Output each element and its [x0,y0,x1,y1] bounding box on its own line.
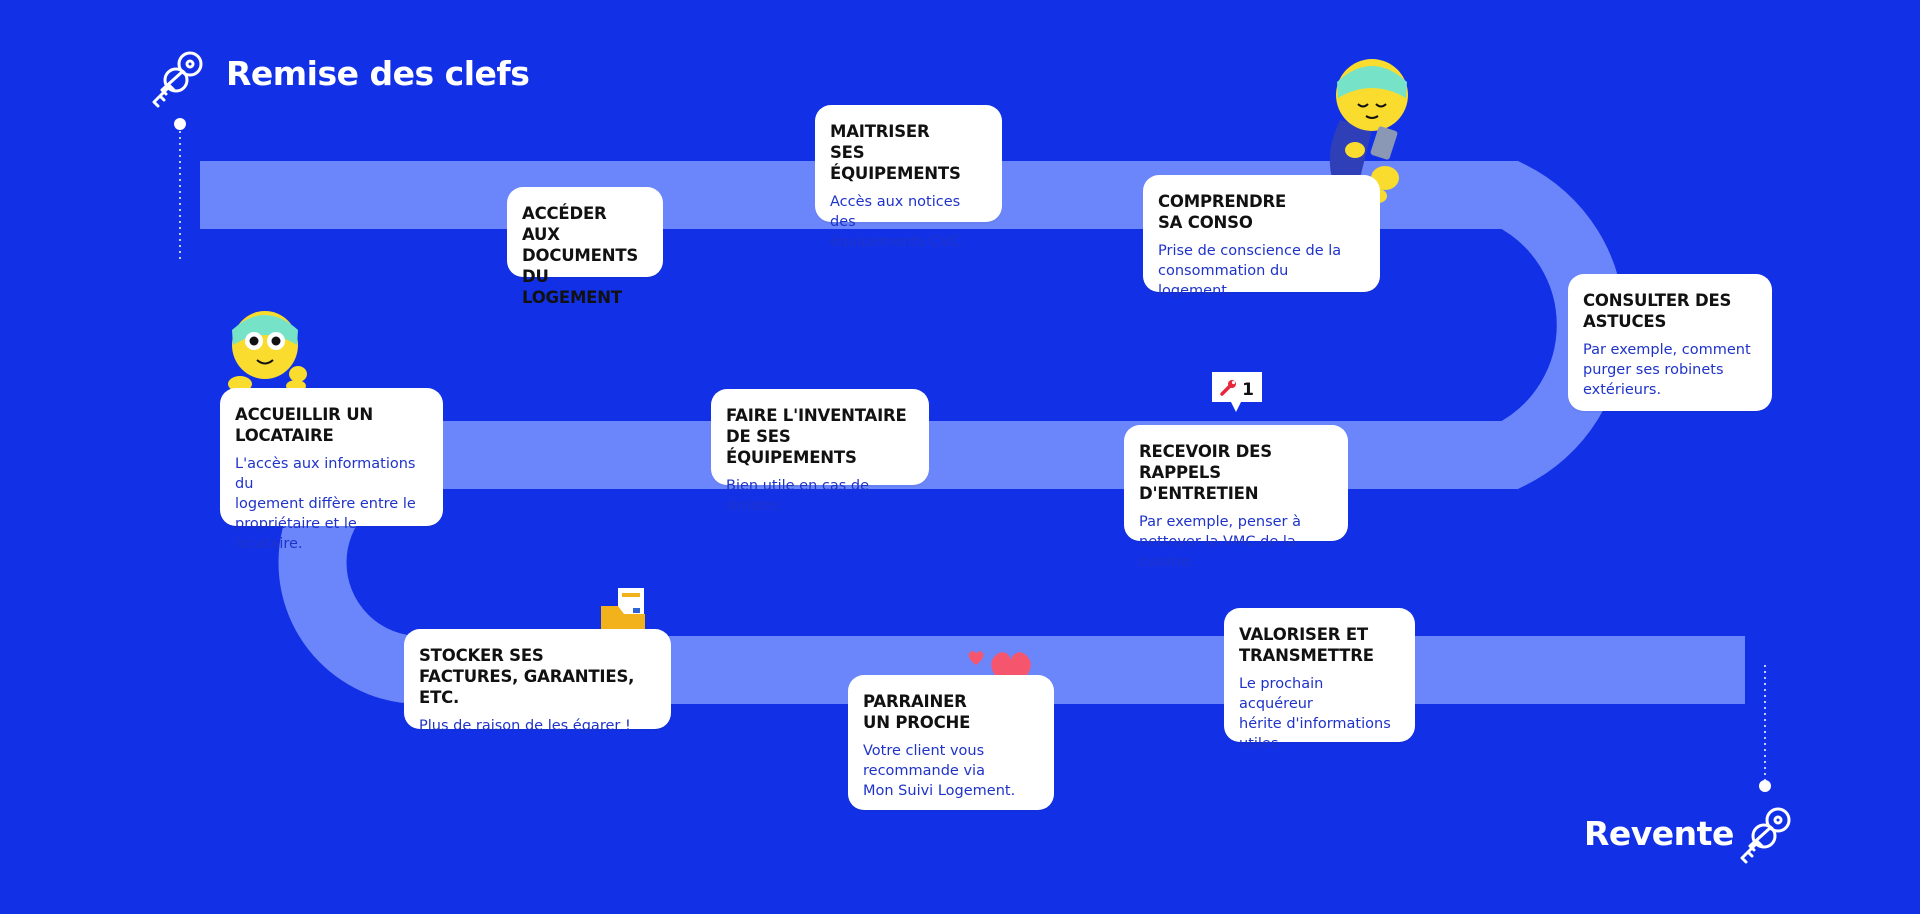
step-title: ACCUEILLIR UN LOCATAIRE [235,405,374,445]
start-label: Remise des clefs [226,54,530,93]
step-card-locataire: ACCUEILLIR UN LOCATAIRE L'accès aux info… [220,388,443,552]
keys-icon [1740,807,1791,864]
end-marker-dot [1759,780,1771,792]
step-title: PARRAINER UN PROCHE [863,692,971,732]
step-title: RECEVOIR DES RAPPELS D'ENTRETIEN [1139,442,1272,503]
step-title: ACCÉDER AUX DOCUMENTS DU LOGEMENT [522,204,639,307]
mascot-waving-icon [228,311,307,392]
step-text: Le prochain acquéreur hérite d'informati… [1239,676,1391,752]
notification-badge: 1 [1212,372,1262,412]
step-title: CONSULTER DES ASTUCES [1583,291,1732,331]
mascot-reading-icon [1329,59,1408,203]
step-text: Bien utile en cas de sinistre. [726,478,870,514]
step-title: VALORISER ET TRANSMETTRE [1239,625,1374,665]
start-marker-dot [174,118,186,130]
step-text: Votre client vous recommande via Mon Sui… [863,743,1016,799]
step-card-parrainer: PARRAINER UN PROCHE Votre client vous re… [848,675,1054,810]
step-title: FAIRE L'INVENTAIRE DE SES ÉQUIPEMENTS [726,406,907,467]
step-card-rappels: RECEVOIR DES RAPPELS D'ENTRETIEN Par exe… [1124,425,1348,570]
step-card-valoriser: VALORISER ET TRANSMETTRE Le prochain acq… [1224,608,1415,752]
step-card-astuces: CONSULTER DES ASTUCES Par exemple, comme… [1568,274,1772,411]
step-text: Par exemple, comment purger ses robinets… [1583,342,1751,398]
step-text: Plus de raison de les égarer ! [419,718,631,734]
keys-icon [152,51,203,108]
step-text: Par exemple, penser à nettoyer la VMC de… [1139,514,1302,570]
step-card-inventaire: FAIRE L'INVENTAIRE DE SES ÉQUIPEMENTS Bi… [711,389,929,514]
step-title: COMPRENDRE SA CONSO [1158,192,1287,232]
step-card-factures: STOCKER SES FACTURES, GARANTIES, ETC. Pl… [404,629,671,734]
wrench-icon [1220,380,1236,396]
notification-count: 1 [1242,380,1254,400]
step-text: L'accès aux informations du logement dif… [235,456,416,552]
step-card-equipements: MAITRISER SES ÉQUIPEMENTS Accès aux noti… [815,105,1002,250]
step-text: Prise de conscience de la consommation d… [1158,243,1342,299]
end-label: Revente [1584,814,1734,853]
step-text: Accès aux notices des équipements CVC. [830,194,965,250]
step-title: MAITRISER SES ÉQUIPEMENTS [830,122,961,183]
step-card-conso: COMPRENDRE SA CONSO Prise de conscience … [1143,175,1380,299]
step-title: STOCKER SES FACTURES, GARANTIES, ETC. [419,646,635,707]
step-card-documents: ACCÉDER AUX DOCUMENTS DU LOGEMENT [507,187,663,307]
